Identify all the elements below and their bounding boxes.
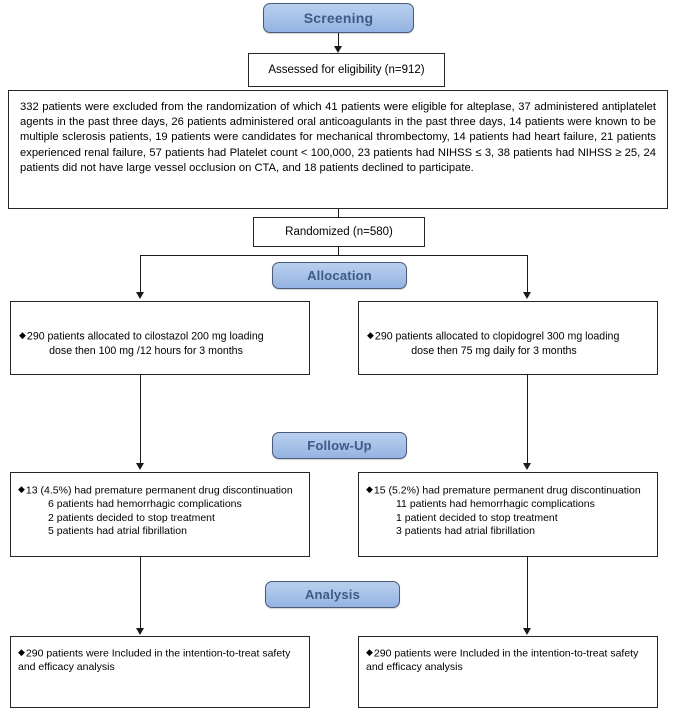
node-assessed-eligibility: Assessed for eligibility (n=912) bbox=[248, 53, 445, 87]
connector-followup-left bbox=[140, 375, 141, 467]
connector-allocation-split-bar bbox=[140, 255, 528, 256]
connector-exclusions-to-randomized bbox=[338, 209, 339, 219]
node-analysis-right-text: 290 patients were Included in the intent… bbox=[366, 647, 639, 674]
node-analysis-left: ◆290 patients were Included in the inten… bbox=[10, 636, 310, 708]
banner-allocation: Allocation bbox=[272, 262, 407, 289]
connector-analysis-right bbox=[527, 557, 528, 632]
node-followup-right-heading: ◆15 (5.2%) had premature permanent drug … bbox=[366, 484, 641, 497]
node-followup-left-heading: ◆13 (4.5%) had premature permanent drug … bbox=[18, 484, 293, 497]
node-allocation-left: ◆290 patients allocated to cilostazol 20… bbox=[10, 301, 310, 375]
banner-followup: Follow-Up bbox=[272, 432, 407, 459]
connector-randomized-stem bbox=[338, 247, 339, 255]
connector-followup-right bbox=[527, 375, 528, 467]
node-analysis-right: ◆290 patients were Included in the inten… bbox=[358, 636, 658, 708]
node-followup-right-item-0: 11 patients had hemorrhagic complication… bbox=[396, 498, 595, 511]
node-followup-left-body: ◆13 (4.5%) had premature permanent drug … bbox=[18, 483, 302, 539]
node-followup-right-item-1: 1 patient decided to stop treatment bbox=[396, 511, 558, 524]
arrowhead-followup-left bbox=[135, 463, 144, 470]
node-followup-left-item-0: 6 patients had hemorrhagic complications bbox=[48, 498, 242, 511]
node-followup-right-item-2: 3 patients had atrial fibrillation bbox=[396, 525, 535, 538]
banner-analysis-label: Analysis bbox=[304, 587, 361, 602]
arrowhead-followup-right bbox=[522, 463, 531, 470]
bullet-icon: ◆ bbox=[366, 484, 374, 494]
node-allocation-right-line1: ◆290 patients allocated to clopidogrel 3… bbox=[367, 330, 620, 343]
node-exclusions-text: 332 patients were excluded from the rand… bbox=[20, 101, 660, 174]
node-followup-left: ◆13 (4.5%) had premature permanent drug … bbox=[10, 472, 310, 557]
banner-screening-label: Screening bbox=[303, 10, 374, 26]
node-allocation-right-line2: dose then 75 mg daily for 3 months bbox=[411, 345, 577, 358]
bullet-icon: ◆ bbox=[366, 647, 374, 657]
node-allocation-right: ◆290 patients allocated to clopidogrel 3… bbox=[358, 301, 658, 375]
node-allocation-right-body: ◆290 patients allocated to clopidogrel 3… bbox=[367, 328, 649, 359]
bullet-icon: ◆ bbox=[18, 647, 26, 657]
connector-allocation-right-drop bbox=[527, 255, 528, 296]
node-randomized: Randomized (n=580) bbox=[253, 217, 425, 247]
node-followup-left-item-2: 5 patients had atrial fibrillation bbox=[48, 525, 187, 538]
arrowhead-screening-to-assessed bbox=[333, 46, 342, 53]
banner-followup-label: Follow-Up bbox=[307, 438, 372, 453]
node-randomized-label: Randomized (n=580) bbox=[285, 226, 393, 238]
node-followup-right: ◆15 (5.2%) had premature permanent drug … bbox=[358, 472, 658, 557]
arrowhead-allocation-right bbox=[522, 292, 531, 299]
node-assessed-eligibility-label: Assessed for eligibility (n=912) bbox=[268, 64, 425, 76]
banner-allocation-label: Allocation bbox=[307, 268, 372, 283]
node-analysis-left-body: ◆290 patients were Included in the inten… bbox=[18, 646, 302, 675]
bullet-icon: ◆ bbox=[18, 484, 26, 494]
banner-screening: Screening bbox=[263, 3, 414, 33]
node-allocation-left-line2: dose then 100 mg /12 hours for 3 months bbox=[49, 345, 243, 358]
connector-allocation-left-drop bbox=[140, 255, 141, 296]
node-analysis-right-body: ◆290 patients were Included in the inten… bbox=[366, 646, 650, 675]
node-analysis-left-text: 290 patients were Included in the intent… bbox=[18, 647, 291, 674]
node-followup-right-body: ◆15 (5.2%) had premature permanent drug … bbox=[366, 483, 650, 539]
arrowhead-analysis-right bbox=[522, 628, 531, 635]
connector-screening-to-assessed bbox=[338, 33, 339, 49]
node-followup-left-item-1: 2 patients decided to stop treatment bbox=[48, 511, 215, 524]
node-allocation-left-body: ◆290 patients allocated to cilostazol 20… bbox=[19, 328, 301, 359]
banner-analysis: Analysis bbox=[265, 581, 400, 608]
node-exclusions: 332 patients were excluded from the rand… bbox=[8, 90, 668, 209]
arrowhead-allocation-left bbox=[135, 292, 144, 299]
bullet-icon: ◆ bbox=[19, 330, 27, 340]
connector-analysis-left bbox=[140, 557, 141, 632]
node-allocation-left-line1: ◆290 patients allocated to cilostazol 20… bbox=[19, 330, 264, 343]
arrowhead-analysis-left bbox=[135, 628, 144, 635]
bullet-icon: ◆ bbox=[367, 330, 375, 340]
